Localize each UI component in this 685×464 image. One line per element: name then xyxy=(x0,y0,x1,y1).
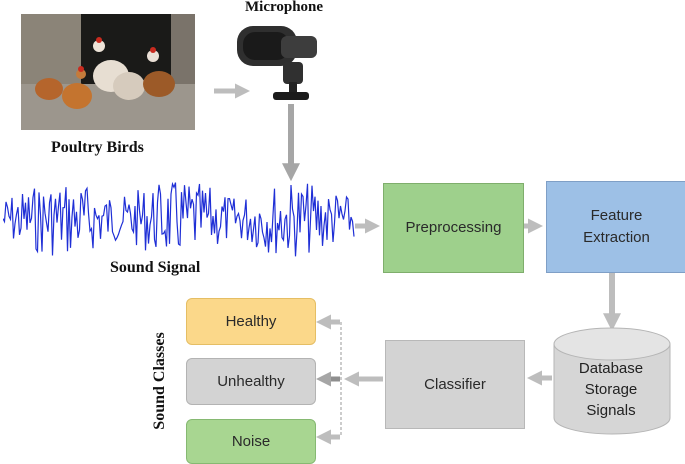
healthy-label: Healthy xyxy=(225,312,277,330)
unhealthy-class-box: Unhealthy xyxy=(186,358,316,405)
feature-extraction-box: Feature Extraction xyxy=(546,181,685,273)
healthy-class-box: Healthy xyxy=(186,298,316,345)
classifier-box: Classifier xyxy=(385,340,525,429)
preprocessing-box: Preprocessing xyxy=(383,183,524,273)
sound-signal-label: Sound Signal xyxy=(110,259,201,276)
preprocessing-label: Preprocessing xyxy=(405,219,502,236)
classifier-label: Classifier xyxy=(424,375,486,393)
waveform-icon xyxy=(3,181,355,257)
database-cylinder-icon xyxy=(553,327,671,435)
noise-class-box: Noise xyxy=(186,419,316,464)
chickens-photo xyxy=(21,14,195,130)
database-label-line3: Signals xyxy=(586,402,636,419)
sound-classes-label: Sound Classes xyxy=(151,332,168,430)
microphone-icon xyxy=(237,26,317,100)
database-label-line1: Database xyxy=(578,360,644,377)
feature-label-line1: Feature xyxy=(590,207,643,224)
database-label-line2: Storage xyxy=(584,381,638,398)
database-label: Database Storage Signals xyxy=(553,358,669,421)
poultry-label: Poultry Birds xyxy=(51,139,144,156)
noise-label: Noise xyxy=(231,432,271,450)
unhealthy-label: Unhealthy xyxy=(217,372,285,390)
feature-label-line2: Extraction xyxy=(583,229,650,246)
microphone-label: Microphone xyxy=(245,0,324,15)
